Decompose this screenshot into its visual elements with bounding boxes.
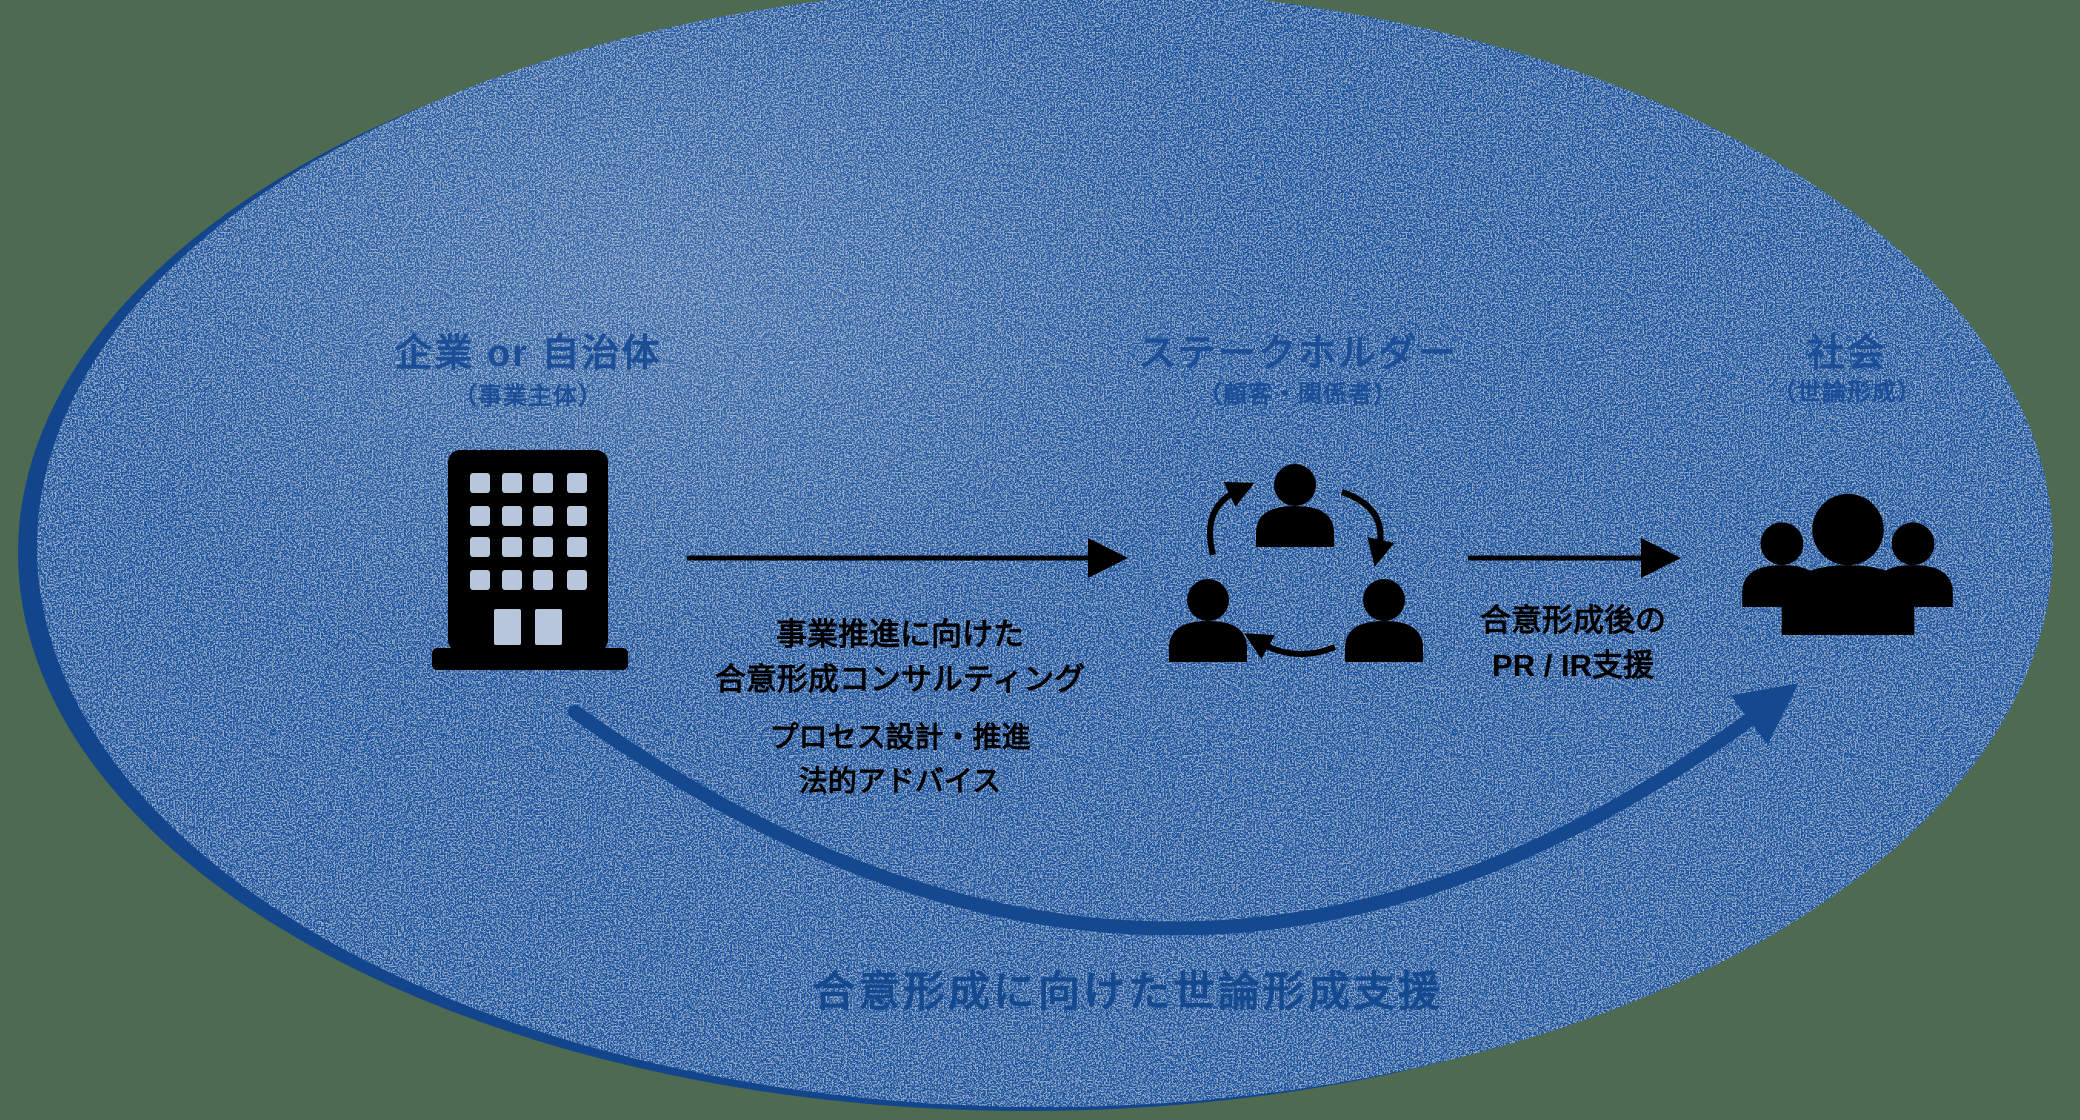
flow-consulting-line1: 事業推進に向けた bbox=[775, 617, 1024, 652]
stakeholder-cycle-icon bbox=[1169, 464, 1423, 662]
node-society-subtitle: （世論形成） bbox=[1772, 379, 1922, 406]
cycle-arrows bbox=[1207, 482, 1395, 660]
building-windows bbox=[470, 473, 587, 645]
node-society-title: 社会 bbox=[1806, 333, 1888, 375]
node-stakeholder-title: ステークホルダー bbox=[1137, 333, 1459, 375]
public-opinion-caption: 合意形成に向けた世論形成支援 bbox=[812, 968, 1444, 1015]
flow-consulting-sublabel: プロセス設計・推進 法的アドバイス bbox=[769, 716, 1030, 804]
flow-pr-label: 合意形成後の PR / IR支援 bbox=[1480, 598, 1666, 688]
flow-consulting-label: 事業推進に向けた 合意形成コンサルティング bbox=[715, 612, 1085, 702]
node-company-title: 企業 or 自治体 bbox=[394, 333, 662, 375]
flow-consulting-line2: 合意形成コンサルティング bbox=[714, 662, 1086, 697]
flow-pr-line2: PR / IR支援 bbox=[1492, 648, 1654, 683]
flow-consulting-line3: プロセス設計・推進 bbox=[769, 722, 1031, 754]
flow-pr-line1: 合意形成後の bbox=[1480, 603, 1666, 638]
arrow-company-to-society-curved bbox=[568, 683, 1799, 936]
node-stakeholder-subtitle: （顧客・関係者） bbox=[1198, 381, 1398, 408]
building-icon bbox=[432, 450, 628, 670]
node-company-subtitle: （事業主体） bbox=[453, 383, 603, 410]
flow-consulting-line4: 法的アドバイス bbox=[798, 766, 1002, 798]
